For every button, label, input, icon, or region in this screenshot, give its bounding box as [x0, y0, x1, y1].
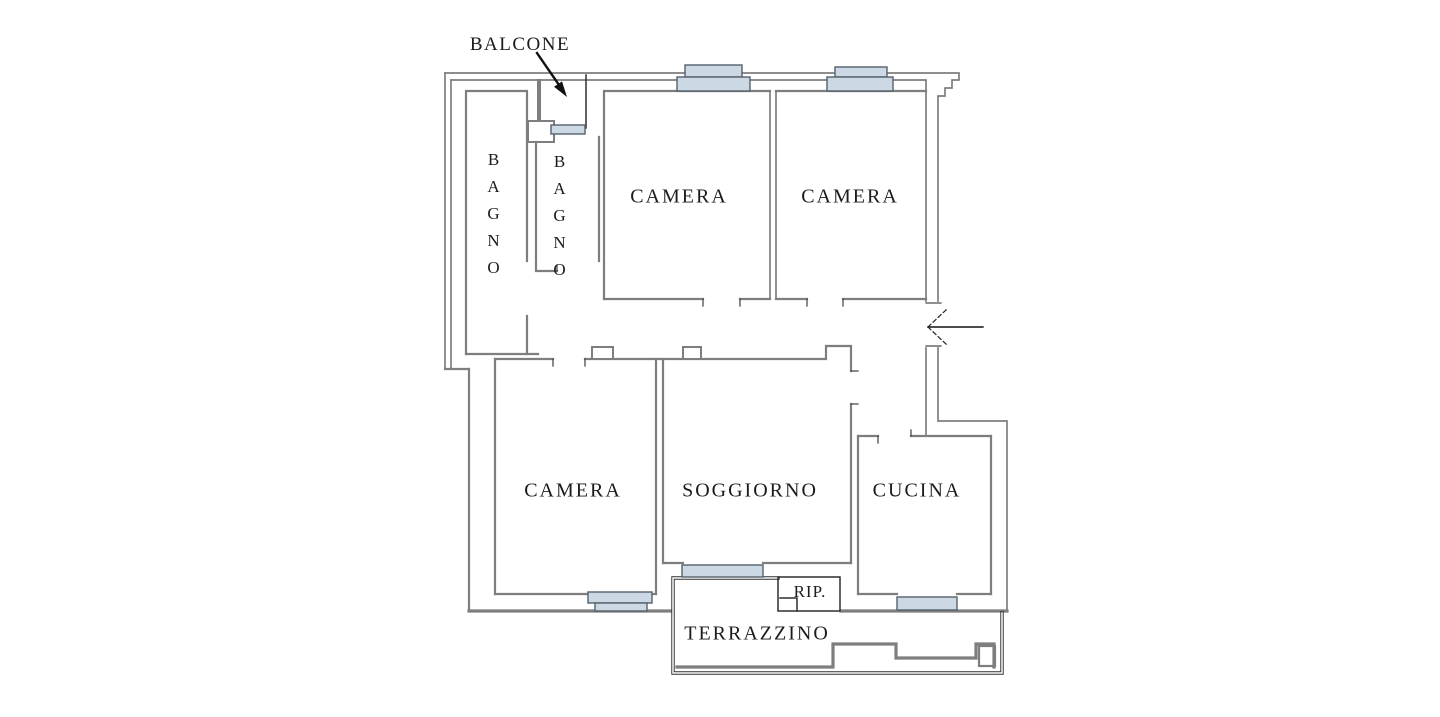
- window-soggiorno: [681, 564, 764, 578]
- label-camera-top-left: CAMERA: [630, 185, 728, 208]
- wall: [444, 72, 960, 302]
- terrazzino-wall-core: [672, 577, 1003, 674]
- entrance-door-swing-upper: [927, 308, 948, 328]
- balcone-arrow-icon: [535, 51, 567, 97]
- balcony-step: [527, 120, 555, 143]
- outer-walls: [443, 72, 1009, 613]
- window-camera-top-right-outer: [834, 66, 888, 78]
- label-soggiorno: SOGGIORNO: [682, 479, 818, 502]
- windows: [550, 64, 958, 612]
- balcone-arrow-head: [554, 81, 567, 97]
- window-camera-bottom-left: [587, 591, 653, 604]
- wall-bagno-left: [464, 89, 529, 356]
- label-camera-top-right: CAMERA: [801, 185, 899, 208]
- label-rip: RIP.: [793, 582, 827, 601]
- wall: [450, 79, 927, 302]
- window-camera-bottom-left-outer: [594, 602, 648, 612]
- terrazzino-inner-step: [675, 642, 996, 669]
- symbols: [535, 51, 984, 346]
- window-camera-top-right: [826, 76, 894, 92]
- wall-corridor-south2: [583, 344, 853, 373]
- door-jamb-pillar: [591, 346, 614, 360]
- balcone-arrow-shaft: [535, 51, 561, 87]
- door-jamb-pillar: [682, 346, 702, 360]
- label-balcone: BALCONE: [469, 34, 571, 55]
- window-camera-top-left-outer: [684, 64, 743, 78]
- label-cucina: CUCINA: [872, 479, 962, 502]
- wall: [937, 347, 1008, 612]
- rip-step: [779, 597, 798, 612]
- wall-bagno-right: [534, 140, 559, 273]
- window-camera-top-left: [676, 76, 751, 92]
- terrazzino-pillar: [977, 644, 997, 668]
- label-bagno-right: BAGNO: [550, 152, 569, 287]
- balcony-door: [550, 124, 586, 135]
- terrazzino-outline: [671, 576, 1004, 675]
- label-terrazzino: TERRAZZINO: [684, 622, 830, 645]
- window-cucina: [896, 596, 958, 611]
- interior-walls: [464, 74, 993, 596]
- rip-room-outline: [777, 576, 841, 612]
- entrance-door-icon: [927, 308, 984, 346]
- entrance-door-swing-lower: [927, 326, 948, 346]
- label-camera-bottom-left: CAMERA: [524, 479, 622, 502]
- label-bagno-left: BAGNO: [484, 150, 503, 285]
